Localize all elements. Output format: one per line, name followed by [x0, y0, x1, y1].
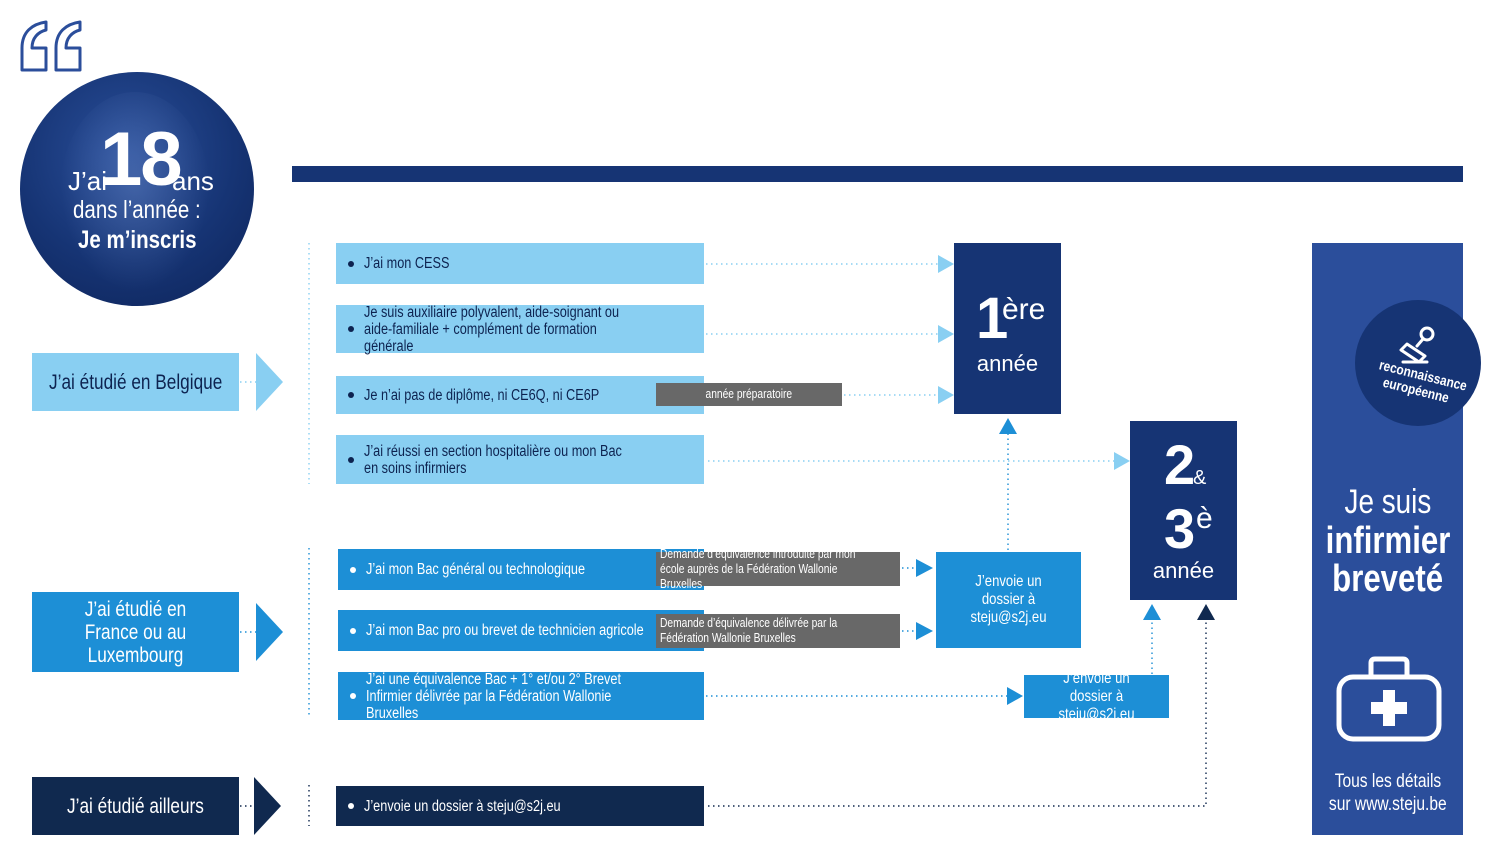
result-footer1: Tous les détails [1334, 771, 1441, 792]
arrow-elsewhere [254, 777, 281, 835]
option-elsewhere-text: J’envoie un dossier à steju@s2j.eu [364, 797, 561, 815]
result-line2: infirmier [1325, 520, 1451, 562]
top-bar [292, 166, 1463, 182]
source-france-label: J’ai étudié en France ou au Luxembourg [84, 597, 187, 667]
option-auxiliaire-text: Je suis auxiliaire polyvalent, aide-soig… [364, 303, 620, 355]
source-elsewhere-label: J’ai étudié ailleurs [67, 794, 204, 818]
send-dossier-box-2: J’envoie un dossier à steju@s2j.eu [1024, 670, 1169, 723]
year23-amp: & [1193, 467, 1207, 489]
option-bac-pro-text: J’ai mon Bac pro ou brevet de technicien… [366, 622, 644, 639]
hero-line2: dans l’année : [73, 196, 201, 224]
send-dossier-1-text: J’envoie un dossier à steju@s2j.eu [970, 573, 1047, 626]
bullet [348, 456, 354, 463]
year23-word: année [1152, 558, 1215, 583]
equiv-tag-2-text: Demande d’équivalence délivrée par la Fé… [660, 616, 838, 645]
bullet [350, 693, 356, 699]
result-footer2: sur www.steju.be [1328, 794, 1447, 815]
bullet [350, 566, 356, 573]
send-dossier-box-1: J’envoie un dossier à steju@s2j.eu [936, 552, 1081, 648]
option-cess-text: J’ai mon CESS [364, 255, 450, 272]
arrow-france [256, 603, 283, 661]
hero-age: 18 [100, 117, 183, 202]
year1-num: 1 [976, 286, 1009, 351]
result-line3: breveté [1332, 558, 1443, 600]
equiv-tag-2: Demande d’équivalence délivrée par la Fé… [656, 614, 900, 648]
second-third-year-box: 2 & 3 è année [1130, 421, 1237, 600]
source-belgium: J’ai étudié en Belgique [32, 353, 239, 411]
portrait-photo [60, 92, 210, 292]
equiv-tag-1: Demande d’équivalence introduite par mon… [656, 547, 900, 591]
prep-year-tag: année préparatoire [656, 383, 842, 406]
hero-jai: J’ai [68, 166, 108, 196]
hero-line3: Je m’inscris [77, 226, 197, 254]
european-badge: reconnaissance européenne [1355, 300, 1481, 426]
option-hospital: J’ai réussi en section hospitalière ou m… [336, 435, 704, 484]
bullet [348, 260, 354, 267]
equiv-tag-1-text: Demande d’équivalence introduite par mon… [660, 546, 856, 591]
prep-year-text: année préparatoire [705, 387, 793, 401]
option-auxiliaire: Je suis auxiliaire polyvalent, aide-soig… [336, 303, 704, 355]
bullet [350, 627, 356, 634]
year23-num2: 3 [1164, 497, 1196, 560]
year1-word: année [976, 351, 1039, 376]
source-belgium-label: J’ai étudié en Belgique [48, 370, 223, 394]
option-no-diploma-text: Je n’ai pas de diplôme, ni CE6Q, ni CE6P [364, 386, 600, 404]
bullet [348, 326, 354, 332]
send-dossier-2-text: J’envoie un dossier à steju@s2j.eu [1058, 669, 1135, 723]
option-equivalence: J’ai une équivalence Bac + 1° et/ou 2° B… [338, 670, 704, 722]
option-equivalence-text: J’ai une équivalence Bac + 1° et/ou 2° B… [366, 670, 621, 722]
year23-sup: è [1196, 502, 1213, 535]
option-bac-general-text: J’ai mon Bac général ou technologique [366, 561, 586, 578]
year1-sup: ère [1002, 293, 1046, 326]
result-line1: Je suis [1344, 483, 1431, 521]
stamp-icon [1399, 326, 1435, 364]
option-elsewhere: J’envoie un dossier à steju@s2j.eu [336, 786, 704, 826]
quote-icon [20, 20, 82, 72]
hero-ans: ans [172, 166, 214, 196]
option-no-diploma: Je n’ai pas de diplôme, ni CE6Q, ni CE6P [336, 376, 704, 414]
first-year-box: 1 ère année [954, 243, 1061, 414]
option-hospital-text: J’ai réussi en section hospitalière ou m… [364, 442, 622, 477]
medical-kit-icon [1336, 656, 1442, 742]
bullet [348, 392, 354, 398]
arrow-belgium [256, 353, 283, 411]
bullet [348, 803, 354, 809]
option-bac-pro: J’ai mon Bac pro ou brevet de technicien… [338, 610, 704, 651]
hero-circle: J’ai 18 ans dans l’année : Je m’inscris [20, 72, 254, 306]
year23-num1: 2 [1164, 433, 1196, 496]
option-bac-general: J’ai mon Bac général ou technologique [338, 549, 704, 590]
source-elsewhere: J’ai étudié ailleurs [32, 777, 239, 835]
option-cess: J’ai mon CESS [336, 243, 704, 284]
source-france: J’ai étudié en France ou au Luxembourg [32, 592, 239, 672]
